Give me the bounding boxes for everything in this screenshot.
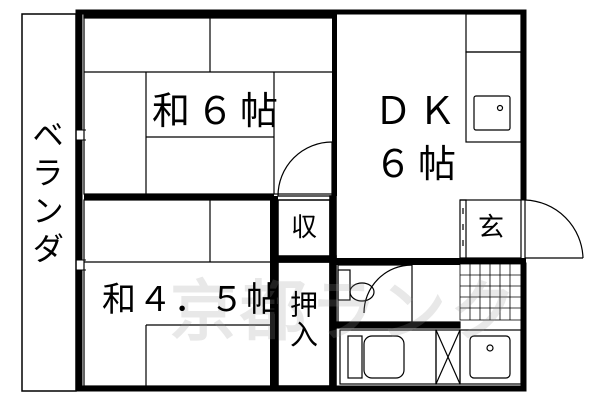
label-dk-size: ６帖 <box>374 142 463 186</box>
label-oshiire: 押入 <box>286 290 319 350</box>
entrance-wall <box>456 258 526 264</box>
label-washitsu-6: 和６帖 <box>152 89 285 133</box>
partition-wall <box>84 194 274 200</box>
label-entrance: 玄 <box>478 213 505 243</box>
wash-area-tiles <box>459 263 522 321</box>
oshiire-closet <box>277 261 331 387</box>
interior-wall-closet <box>270 196 278 386</box>
entrance-area <box>459 199 584 262</box>
toilet-room <box>337 264 413 324</box>
dk-area <box>465 13 525 143</box>
bath-room <box>335 321 522 385</box>
right-window <box>520 52 525 90</box>
label-veranda: ベランダ <box>27 118 65 270</box>
interior-wall-dk <box>332 14 337 196</box>
room-door <box>277 141 333 197</box>
wall-ticks <box>82 129 86 271</box>
label-storage: 収 <box>291 213 318 243</box>
bath-wall <box>336 258 460 265</box>
label-washitsu-4-5: 和４．５帖 <box>102 280 282 320</box>
label-dk-name: ＤＫ <box>374 89 463 133</box>
